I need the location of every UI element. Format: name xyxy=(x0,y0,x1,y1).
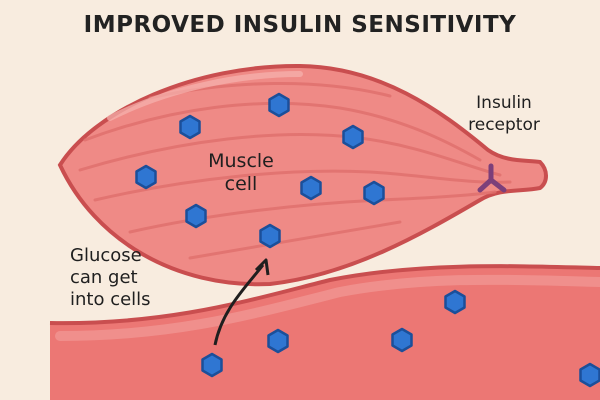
muscle-glucose-icon-2 xyxy=(179,114,201,140)
diagram-title: IMPROVED INSULIN SENSITIVITY xyxy=(83,12,517,38)
vessel-glucose-icon-2 xyxy=(391,327,413,353)
blood-vessel-wall xyxy=(49,264,600,326)
muscle-glucose-icon-5 xyxy=(300,175,322,201)
muscle-cell-label-line-2: cell xyxy=(224,173,258,195)
muscle-glucose-icon-7 xyxy=(185,203,207,229)
vessel-glucose-icon-4 xyxy=(201,352,223,378)
vessel-glucose-icon-1 xyxy=(444,289,466,315)
muscle-glucose-icon-3 xyxy=(342,124,364,150)
vessel-glucose-group xyxy=(201,289,600,388)
blood-vessel-inner-glow xyxy=(55,274,600,341)
muscle-cell-highlight xyxy=(107,71,303,121)
insulin-receptor-label: Insulin receptor xyxy=(444,92,564,136)
muscle-glucose-group xyxy=(135,92,385,249)
muscle-glucose-icon-4 xyxy=(135,164,157,190)
glucose-label-line-1: Glucose xyxy=(70,245,142,266)
insulin-receptor-icon xyxy=(477,163,507,193)
muscle-glucose-icon-8 xyxy=(259,223,281,249)
insulin-receptor-label-line-1: Insulin xyxy=(476,93,532,113)
vessel-glucose-icon-3 xyxy=(267,328,289,354)
muscle-cell-label: Muscle cell xyxy=(186,150,296,196)
vessel-glucose-icon-5 xyxy=(579,362,600,388)
muscle-glucose-icon-1 xyxy=(268,92,290,118)
glucose-label: Glucose can get into cells xyxy=(70,245,190,311)
uptake-arrow xyxy=(213,264,265,346)
glucose-label-line-3: into cells xyxy=(70,289,151,310)
muscle-cell-label-line-1: Muscle xyxy=(208,150,274,172)
insulin-receptor-label-line-2: receptor xyxy=(468,115,540,135)
glucose-label-line-2: can get xyxy=(70,267,138,288)
muscle-glucose-icon-6 xyxy=(363,180,385,206)
uptake-arrow-head xyxy=(254,258,270,276)
